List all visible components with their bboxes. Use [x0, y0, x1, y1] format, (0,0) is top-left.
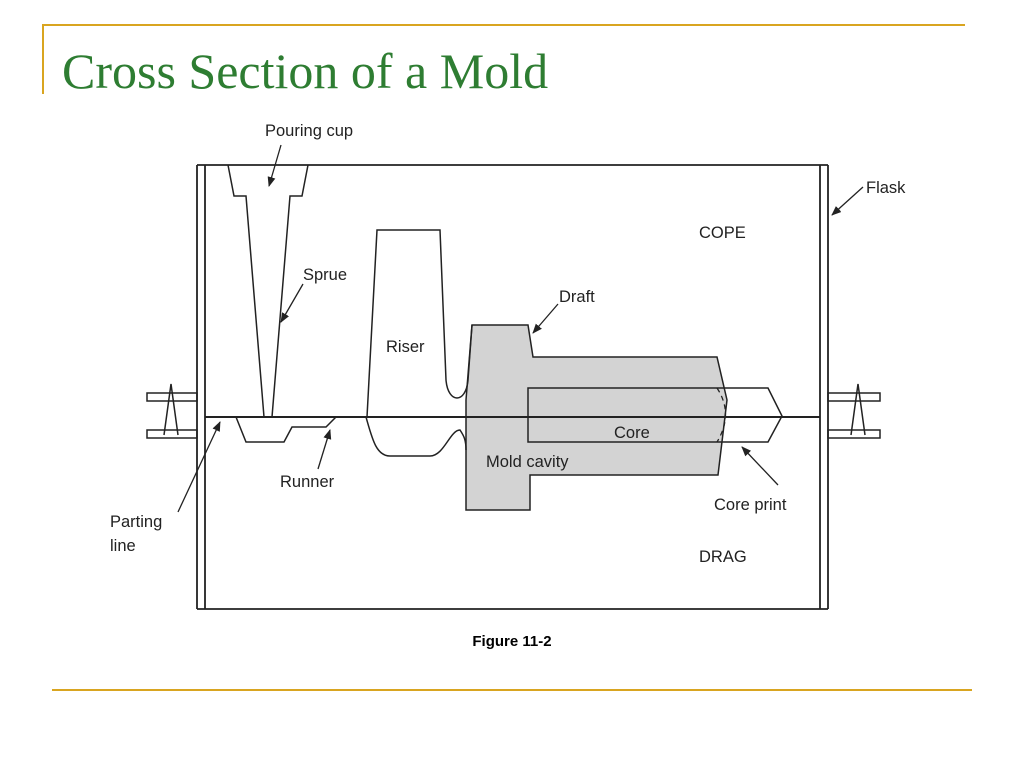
- label-flask: Flask: [866, 179, 906, 197]
- label-core: Core: [614, 424, 650, 442]
- label-riser: Riser: [386, 338, 425, 356]
- slide-title: Cross Section of a Mold: [62, 43, 549, 99]
- core-print-dashed-boundary: [716, 387, 727, 443]
- pouring-cup-and-sprue: [227, 164, 309, 418]
- draft-arrow: [532, 303, 559, 334]
- core-print-arrow: [741, 446, 779, 486]
- flask-arrow: [831, 186, 864, 216]
- left-flask-handles: [146, 383, 198, 439]
- label-runner: Runner: [280, 473, 335, 491]
- leader-arrows: [177, 144, 864, 513]
- label-parting-line: Parting: [110, 513, 162, 531]
- label-cope: COPE: [699, 224, 746, 242]
- riser-shape: [366, 229, 473, 418]
- left-border-line: [42, 24, 44, 94]
- flask-outline: [196, 164, 829, 610]
- runner-arrow: [317, 429, 332, 470]
- right-flask-handles: [827, 383, 881, 439]
- label-parting-line-2: line: [110, 537, 136, 555]
- runner-channel: [235, 416, 467, 457]
- label-drag: DRAG: [699, 548, 747, 566]
- figure-caption: Figure 11-2: [472, 633, 552, 650]
- core-shape: [527, 387, 783, 443]
- parting-line-arrow: [177, 421, 221, 513]
- label-mold-cavity: Mold cavity: [486, 453, 569, 471]
- label-pouring-cup: Pouring cup: [265, 122, 353, 140]
- label-sprue: Sprue: [303, 266, 347, 284]
- bottom-border-line: [52, 689, 972, 691]
- top-border-line: [42, 24, 965, 26]
- label-draft: Draft: [559, 288, 595, 306]
- label-core-print: Core print: [714, 496, 787, 514]
- pouring-cup-arrow: [267, 144, 282, 187]
- sprue-arrow: [280, 283, 304, 323]
